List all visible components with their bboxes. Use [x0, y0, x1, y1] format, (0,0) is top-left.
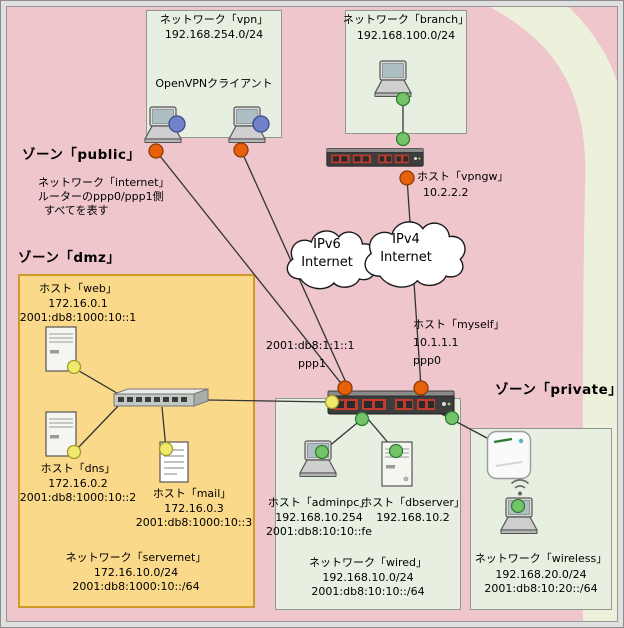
zone-label-private: ゾーン「private」 [495, 382, 623, 398]
myself-host-title: ホスト「myself」 [413, 318, 505, 331]
dot-yellow-web [66, 359, 82, 375]
mail-host-ip: 172.16.0.3 [164, 502, 224, 515]
dbserver-host-title: ホスト「dbserver」 [361, 496, 465, 509]
openvpn-client-label: OpenVPNクライアント [155, 77, 273, 90]
router-ip6-label: 2001:db8:1:1::1 [266, 339, 355, 352]
dns-host-title: ホスト「dns」 [40, 462, 116, 475]
dot-green-branchlink [395, 131, 411, 147]
adminpc-host-title: ホスト「adminpc」 [267, 496, 371, 509]
vpngw-host-ip: 10.2.2.2 [423, 186, 469, 199]
cloud-ipv4-line1: IPv4 [392, 232, 420, 247]
dot-yellow-dns [66, 444, 82, 460]
vpngw-host-title: ホスト「vpngw」 [417, 170, 509, 183]
dot-green-branchpc [395, 91, 411, 107]
switch-icon-servernet [113, 388, 209, 407]
wired-network-cidr: 192.168.10.0/24 [322, 571, 414, 584]
wireless-network-cidr: 192.168.20.0/24 [495, 568, 587, 581]
wireless-network-cidr6: 2001:db8:10:20::/64 [484, 582, 598, 595]
zone-label-public: ゾーン「public」 [22, 147, 141, 163]
dot-orange-ppp0 [413, 380, 429, 396]
web-host-ip: 172.16.0.1 [48, 297, 108, 310]
dot-green-wirelesspc [510, 498, 526, 514]
link-router-switch [206, 399, 332, 403]
cloud-ipv6-line1: IPv6 [313, 237, 341, 252]
zone-label-dmz: ゾーン「dmz」 [18, 250, 121, 266]
myself-host-ip: 10.1.1.1 [413, 336, 459, 349]
cloud-ipv4-line2: Internet [380, 250, 432, 265]
cloud-ipv6-line2: Internet [301, 255, 353, 270]
cloud-ipv4 [365, 222, 465, 287]
vpn-network-title: ネットワーク「vpn」 [159, 13, 269, 26]
clouds [287, 222, 465, 289]
dns-host-ip: 172.16.0.2 [48, 477, 108, 490]
adminpc-host-ip: 192.168.10.254 [275, 511, 363, 524]
dot-orange-vpn2 [233, 142, 249, 158]
servernet-title: ネットワーク「servernet」 [65, 551, 207, 564]
wired-network-cidr6: 2001:db8:10:10::/64 [311, 585, 425, 598]
wired-network-title: ネットワーク「wired」 [308, 556, 428, 569]
devices [45, 60, 538, 535]
adminpc-host-ip6: 2001:db8:10:10::fe [265, 525, 373, 538]
dot-blue-vpn1 [168, 115, 186, 133]
public-note-line1: ネットワーク「internet」 [38, 176, 170, 189]
public-note-line2: ルーターのppp0/ppp1側 [38, 190, 164, 203]
dot-orange-vpn1 [148, 143, 164, 159]
mail-host-title: ホスト「mail」 [152, 487, 232, 500]
dot-green-router-lan [354, 411, 370, 427]
dot-orange-vpngw [399, 170, 415, 186]
network-box-wired [275, 398, 461, 610]
dot-green-wireless-link [444, 410, 460, 426]
wireless-network-title: ネットワーク「wireless」 [474, 552, 608, 565]
branch-network-title: ネットワーク「branch」 [342, 13, 470, 26]
router-icon-vpngw [326, 148, 424, 167]
dot-yellow-mail [158, 441, 174, 457]
router-ppp1-label: ppp1 [298, 357, 326, 370]
web-host-ip6: 2001:db8:1000:10::1 [19, 311, 137, 324]
dns-host-ip6: 2001:db8:1000:10::2 [19, 491, 137, 504]
branch-network-cidr: 192.168.100.0/24 [356, 29, 456, 42]
wifi-signal-icon [510, 479, 530, 497]
servernet-cidr6: 2001:db8:1000:10::/64 [72, 580, 200, 593]
dot-yellow-router-dmz [324, 394, 340, 410]
public-note-line3: すべてを表す [44, 204, 109, 217]
dot-green-adminpc [314, 444, 330, 460]
mail-host-ip6: 2001:db8:1000:10::3 [135, 516, 253, 529]
vpn-network-cidr: 192.168.254.0/24 [164, 28, 264, 41]
dbserver-host-ip: 192.168.10.2 [376, 511, 450, 524]
servernet-cidr: 172.16.10.0/24 [93, 566, 179, 579]
link-switch-web [73, 367, 123, 397]
dot-green-dbserver [388, 443, 404, 459]
access-point-icon [486, 430, 532, 480]
dot-blue-vpn2 [252, 115, 270, 133]
network-box-wireless [470, 428, 612, 610]
myself-ppp0-label: ppp0 [413, 354, 441, 367]
dot-orange-ppp1 [337, 380, 353, 396]
laptop-icon-branch [374, 60, 412, 98]
cloud-ipv6 [287, 231, 376, 289]
link-switch-dns [73, 401, 123, 453]
link-vpn1-router [155, 150, 345, 388]
web-host-title: ホスト「web」 [39, 282, 117, 295]
interface-dots [66, 91, 526, 514]
